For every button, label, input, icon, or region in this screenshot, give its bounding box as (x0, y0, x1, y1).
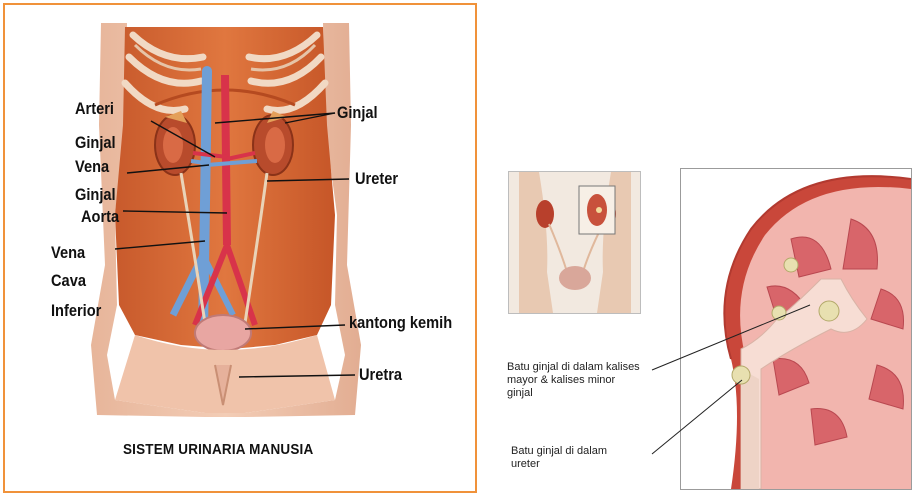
annotation-calyces-line-2: mayor & kalises minor (507, 374, 640, 387)
annotation-ureter-stone: Batu ginjal di dalam ureter (511, 445, 607, 471)
annotation-ureter-line-2: ureter (511, 458, 607, 471)
annotation-calyces-stone: Batu ginjal di dalam kalises mayor & kal… (507, 361, 640, 400)
annotation-ureter-line-1: Batu ginjal di dalam (511, 445, 607, 458)
annotation-calyces-line-3: ginjal (507, 387, 640, 400)
annotation-calyces-line-1: Batu ginjal di dalam kalises (507, 361, 640, 374)
